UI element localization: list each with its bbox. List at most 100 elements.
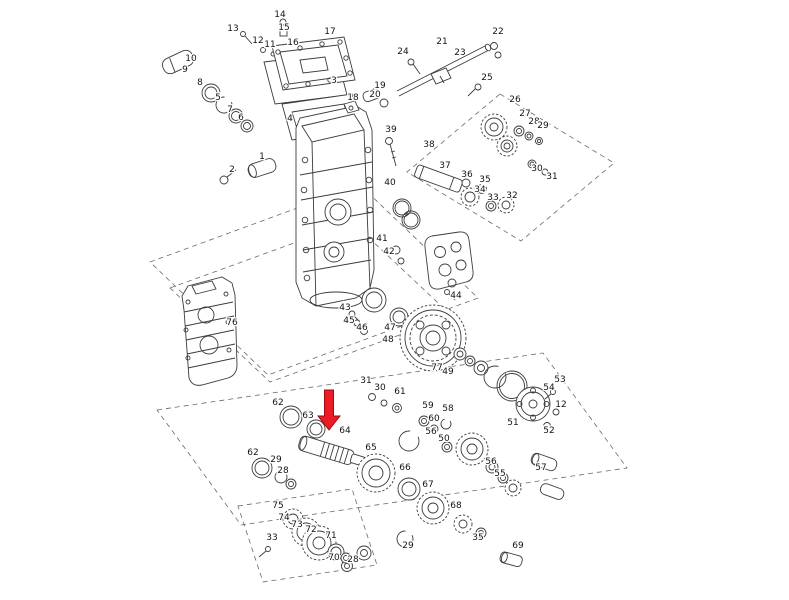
part-label-50: 50 xyxy=(438,434,450,444)
part-label-64: 64 xyxy=(339,426,351,436)
part-label-41: 41 xyxy=(376,234,387,244)
part-label-37: 37 xyxy=(439,161,450,171)
part-label-71: 71 xyxy=(325,531,336,541)
part-label-5: 5 xyxy=(215,93,221,103)
part-label-44: 44 xyxy=(450,291,462,301)
part-label-58: 58 xyxy=(442,404,454,414)
part-label-6: 6 xyxy=(238,113,244,123)
part-label-62: 62 xyxy=(272,398,283,408)
part-label-60: 60 xyxy=(428,414,440,424)
part-label-7: 7 xyxy=(227,105,233,115)
part-label-21: 21 xyxy=(436,37,447,47)
part-label-56: 56 xyxy=(485,457,497,467)
part-label-55: 55 xyxy=(494,469,505,479)
part-label-47: 47 xyxy=(384,323,395,333)
long-bolt-39 xyxy=(386,138,397,167)
part-label-15: 15 xyxy=(278,23,289,33)
part-label-45: 45 xyxy=(343,316,354,326)
part-label-54: 54 xyxy=(543,383,555,393)
bearings-47 xyxy=(362,288,408,326)
o-rings-40-42 xyxy=(392,199,420,264)
part-label-66: 66 xyxy=(399,463,411,473)
bottom-small-parts xyxy=(342,528,524,572)
part-label-1: 1 xyxy=(259,152,265,162)
part-label-29: 29 xyxy=(537,121,549,131)
part-label-35: 35 xyxy=(472,533,483,543)
part-label-46: 46 xyxy=(356,323,368,333)
part-label-2: 2 xyxy=(229,165,235,175)
part-label-33: 33 xyxy=(487,193,498,203)
part-label-67: 67 xyxy=(422,480,433,490)
part-label-76: 76 xyxy=(226,318,238,328)
part-label-72: 72 xyxy=(305,525,316,535)
shift-shaft-assembly xyxy=(397,43,501,97)
part-label-26: 26 xyxy=(509,95,521,105)
part-label-53: 53 xyxy=(554,375,565,385)
part-label-29: 29 xyxy=(270,455,282,465)
part-label-13: 13 xyxy=(227,24,238,34)
part-label-33: 33 xyxy=(266,533,277,543)
part-label-61: 61 xyxy=(394,387,405,397)
part-label-42: 42 xyxy=(383,247,394,257)
main-housing xyxy=(296,106,374,308)
part-label-3: 3 xyxy=(331,76,337,86)
part-label-12: 12 xyxy=(252,36,263,46)
part-label-22: 22 xyxy=(492,27,503,37)
part-label-57: 57 xyxy=(535,463,546,473)
part-label-31: 31 xyxy=(546,172,557,182)
part-label-24: 24 xyxy=(397,47,409,57)
part-label-28: 28 xyxy=(347,555,359,565)
end-cover-51 xyxy=(516,387,559,430)
part-label-9: 9 xyxy=(182,65,188,75)
washer-stack-49-77 xyxy=(454,348,527,401)
part-label-48: 48 xyxy=(382,335,394,345)
part-label-38: 38 xyxy=(423,140,435,150)
part-label-65: 65 xyxy=(365,443,376,453)
part-label-35: 35 xyxy=(479,175,490,185)
side-cover-plate xyxy=(425,232,473,300)
bolt-33 xyxy=(266,547,271,552)
part-label-16: 16 xyxy=(287,38,299,48)
top-cover-plate xyxy=(264,37,355,104)
part-label-28: 28 xyxy=(277,466,289,476)
part-label-31: 31 xyxy=(360,376,371,386)
part-label-4: 4 xyxy=(287,114,293,124)
plate-bolt-44 xyxy=(445,290,450,295)
part-label-20: 20 xyxy=(369,90,381,100)
part-label-39: 39 xyxy=(385,125,397,135)
shift-fork-23 xyxy=(431,68,451,84)
part-label-29: 29 xyxy=(402,541,414,551)
part-label-14: 14 xyxy=(274,10,286,20)
part-label-30: 30 xyxy=(374,383,386,393)
part-label-49: 49 xyxy=(442,367,454,377)
part-label-68: 68 xyxy=(450,501,462,511)
part-label-70: 70 xyxy=(328,553,340,563)
part-label-73: 73 xyxy=(291,520,302,530)
part-label-59: 59 xyxy=(422,401,434,411)
part-label-52: 52 xyxy=(543,426,554,436)
part-label-18: 18 xyxy=(347,93,359,103)
part-label-69: 69 xyxy=(512,541,524,551)
part-label-17: 17 xyxy=(324,27,335,37)
lower-housing-76 xyxy=(182,277,237,385)
part-label-34: 34 xyxy=(474,185,486,195)
part-label-32: 32 xyxy=(506,191,517,201)
part-label-51: 51 xyxy=(507,418,518,428)
part-label-63: 63 xyxy=(302,411,313,421)
part-label-25: 25 xyxy=(481,73,492,83)
large-gear-48 xyxy=(400,305,466,371)
part-label-43: 43 xyxy=(339,303,350,313)
part-label-74: 74 xyxy=(278,513,290,523)
part-label-11: 11 xyxy=(264,40,275,50)
part-label-56: 56 xyxy=(425,427,437,437)
part-label-62: 62 xyxy=(247,448,258,458)
part-label-77: 77 xyxy=(431,363,442,373)
part-label-10: 10 xyxy=(185,54,197,64)
part-label-8: 8 xyxy=(197,78,203,88)
part-label-30: 30 xyxy=(531,164,543,174)
part-label-23: 23 xyxy=(454,48,465,58)
part-label-40: 40 xyxy=(384,178,396,188)
part-label-36: 36 xyxy=(461,170,473,180)
